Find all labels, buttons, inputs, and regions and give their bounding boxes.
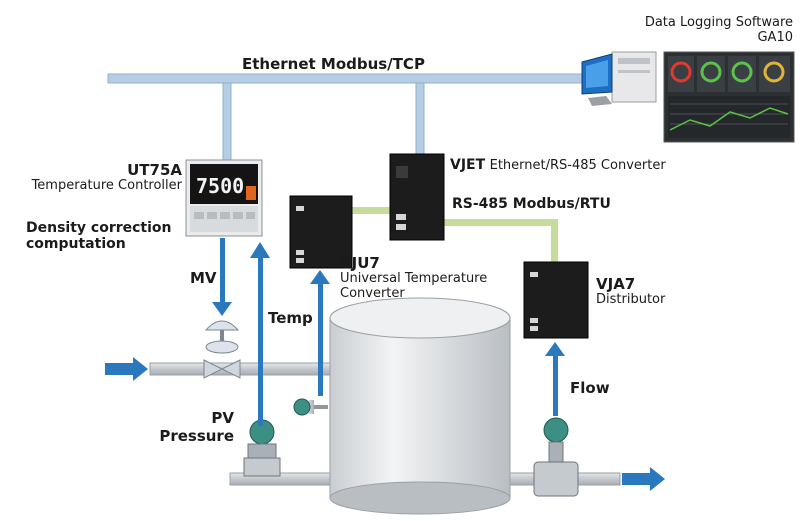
temp-converter-line2: Converter	[340, 286, 405, 302]
serial-bus-label: RS-485 Modbus/RTU	[452, 196, 611, 212]
computation-label: Density correction computation	[26, 220, 172, 252]
pressure-label: Pressure	[159, 427, 234, 445]
converter-desc: Ethernet/RS-485 Converter	[489, 158, 666, 173]
pressure-transmitter-icon	[243, 419, 281, 477]
rs485-bus	[352, 207, 558, 264]
software-screen	[663, 51, 795, 143]
vju7-converter	[289, 195, 353, 269]
controller-model: UT75A	[127, 161, 182, 179]
pv-label: PV	[211, 409, 234, 427]
network-label: Ethernet Modbus/TCP	[242, 55, 425, 73]
temp-converter-label: VJU7 Universal Temperature Converter	[340, 254, 488, 302]
controller-display-value: 7500	[196, 174, 244, 198]
temperature-sensor-icon	[293, 398, 328, 416]
distributor-label: VJA7 Distributor	[596, 275, 666, 308]
ut75a-controller	[185, 159, 263, 237]
computer-icon	[581, 51, 657, 106]
distributor-desc: Distributor	[596, 292, 666, 308]
flow-arrow-icon	[105, 357, 148, 381]
temp-converter-line1: Universal Temperature	[340, 271, 488, 287]
temp-label: Temp	[268, 309, 313, 327]
computation-line1: Density correction	[26, 220, 172, 236]
converter-model: VJET	[450, 157, 486, 173]
temp-converter-model: VJU7	[340, 254, 380, 272]
mv-label: MV	[190, 269, 217, 287]
flowmeter-icon	[533, 417, 579, 497]
vjet-converter	[389, 153, 445, 241]
signal-arrows	[212, 238, 565, 426]
control-valve-icon	[203, 320, 241, 379]
vja7-distributor	[523, 261, 589, 339]
tank	[329, 297, 511, 515]
flow-label: Flow	[570, 379, 610, 397]
flow-arrow-icon	[622, 467, 665, 491]
computation-line2: computation	[26, 236, 126, 253]
distributor-model: VJA7	[596, 275, 636, 293]
controller-label: UT75A Temperature Controller	[0, 161, 182, 194]
software-model: GA10	[757, 29, 793, 45]
ethernet-bus	[107, 73, 597, 162]
controller-desc: Temperature Controller	[31, 178, 182, 194]
converter-label: VJET Ethernet/RS-485 Converter	[450, 157, 666, 174]
software-name: Data Logging Software	[644, 15, 793, 30]
software-label: Data Logging Software GA10	[610, 15, 793, 46]
